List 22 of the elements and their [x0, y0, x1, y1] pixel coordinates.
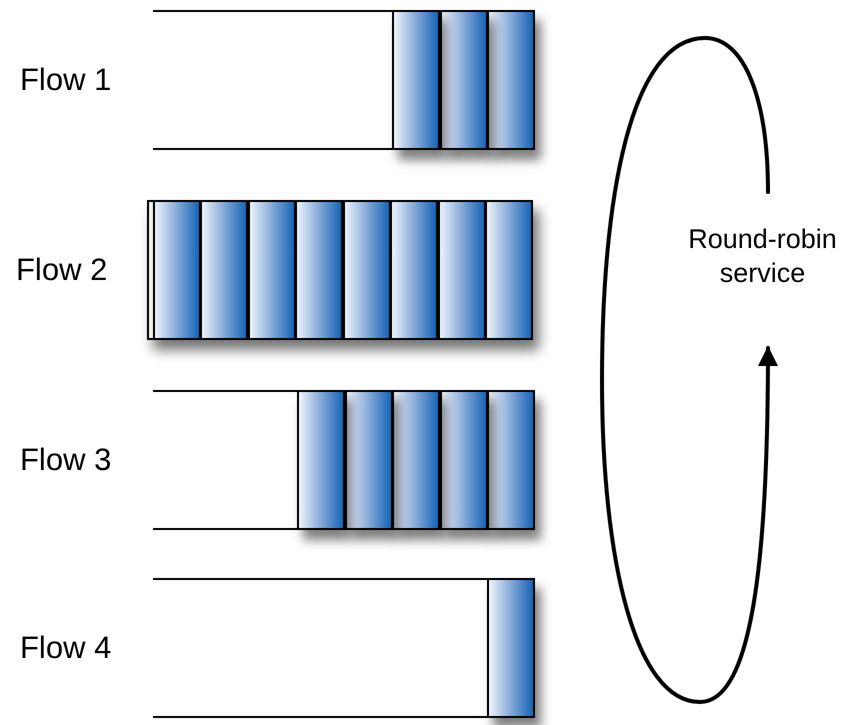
- packet: [152, 200, 200, 340]
- packet: [295, 200, 343, 340]
- packet: [392, 390, 440, 530]
- packet: [485, 200, 533, 340]
- service-label: Round-robin service: [687, 223, 838, 290]
- packet: [487, 578, 535, 718]
- packet: [440, 10, 488, 150]
- packet: [487, 10, 535, 150]
- packet: [248, 200, 296, 340]
- flow-label: Flow 2: [16, 252, 108, 288]
- packet: [297, 390, 345, 530]
- packet: [344, 390, 392, 530]
- packet: [390, 200, 438, 340]
- packet: [342, 200, 390, 340]
- flow-label: Flow 1: [20, 62, 112, 98]
- packet: [440, 390, 488, 530]
- flow-label: Flow 3: [20, 442, 112, 478]
- packet: [438, 200, 486, 340]
- packet: [392, 10, 440, 150]
- flow-label: Flow 4: [20, 630, 112, 666]
- packet: [487, 390, 535, 530]
- packet: [200, 200, 248, 340]
